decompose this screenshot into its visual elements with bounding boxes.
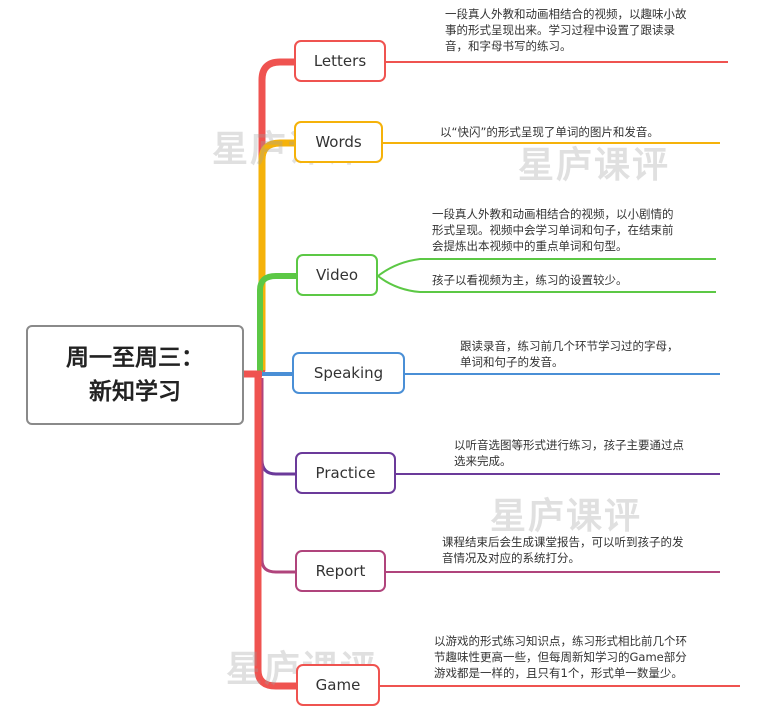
- trunk-words: [258, 139, 294, 370]
- desc-practice: 以听音选图等形式进行练习，孩子主要通过点 选来完成。: [454, 438, 684, 468]
- node-speaking[interactable]: Speaking: [292, 352, 405, 394]
- desc-game: 以游戏的形式练习知识点，练习形式相比前几个环 节趣味性更高一些，但每周新知学习的…: [434, 634, 687, 680]
- trunk-letters: [258, 58, 298, 374]
- node-words[interactable]: Words: [294, 121, 383, 163]
- desc-video: 一段真人外教和动画相结合的视频，以小剧情的 形式呈现。视频中会学习单词和句子，在…: [432, 207, 674, 253]
- watermark: 星庐课评: [490, 496, 643, 537]
- trunk-game: [254, 370, 300, 690]
- trunk-report: [260, 378, 295, 574]
- node-letters[interactable]: Letters: [294, 40, 386, 82]
- desc-speaking: 跟读录音，练习前几个环节学习过的字母， 单词和句子的发音。: [460, 339, 679, 369]
- desc-report: 课程结束后会生成课堂报告，可以听到孩子的发 音情况及对应的系统打分。: [442, 535, 684, 565]
- root-title-line2: 新知学习: [89, 379, 181, 405]
- desc-letters: 一段真人外教和动画相结合的视频，以趣味小故 事的形式呈现出来。学习过程中设置了跟…: [445, 7, 687, 53]
- node-video[interactable]: Video: [296, 254, 378, 296]
- trunk-practice: [260, 378, 295, 476]
- desc-line-video-2: [377, 275, 716, 293]
- watermark: 星庐课评: [518, 145, 671, 186]
- node-game[interactable]: Game: [296, 664, 380, 706]
- trunk-video: [257, 273, 296, 372]
- node-practice[interactable]: Practice: [295, 452, 396, 494]
- node-report[interactable]: Report: [295, 550, 386, 592]
- desc-words: 以“快闪”的形式呈现了单词的图片和发音。: [440, 125, 659, 139]
- root-node: 周一至周三： 新知学习: [26, 325, 244, 425]
- root-title-line1: 周一至周三：: [66, 345, 204, 371]
- desc-video-2: 孩子以看视频为主，练习的设置较少。: [432, 273, 628, 287]
- desc-line-video-1: [377, 258, 716, 277]
